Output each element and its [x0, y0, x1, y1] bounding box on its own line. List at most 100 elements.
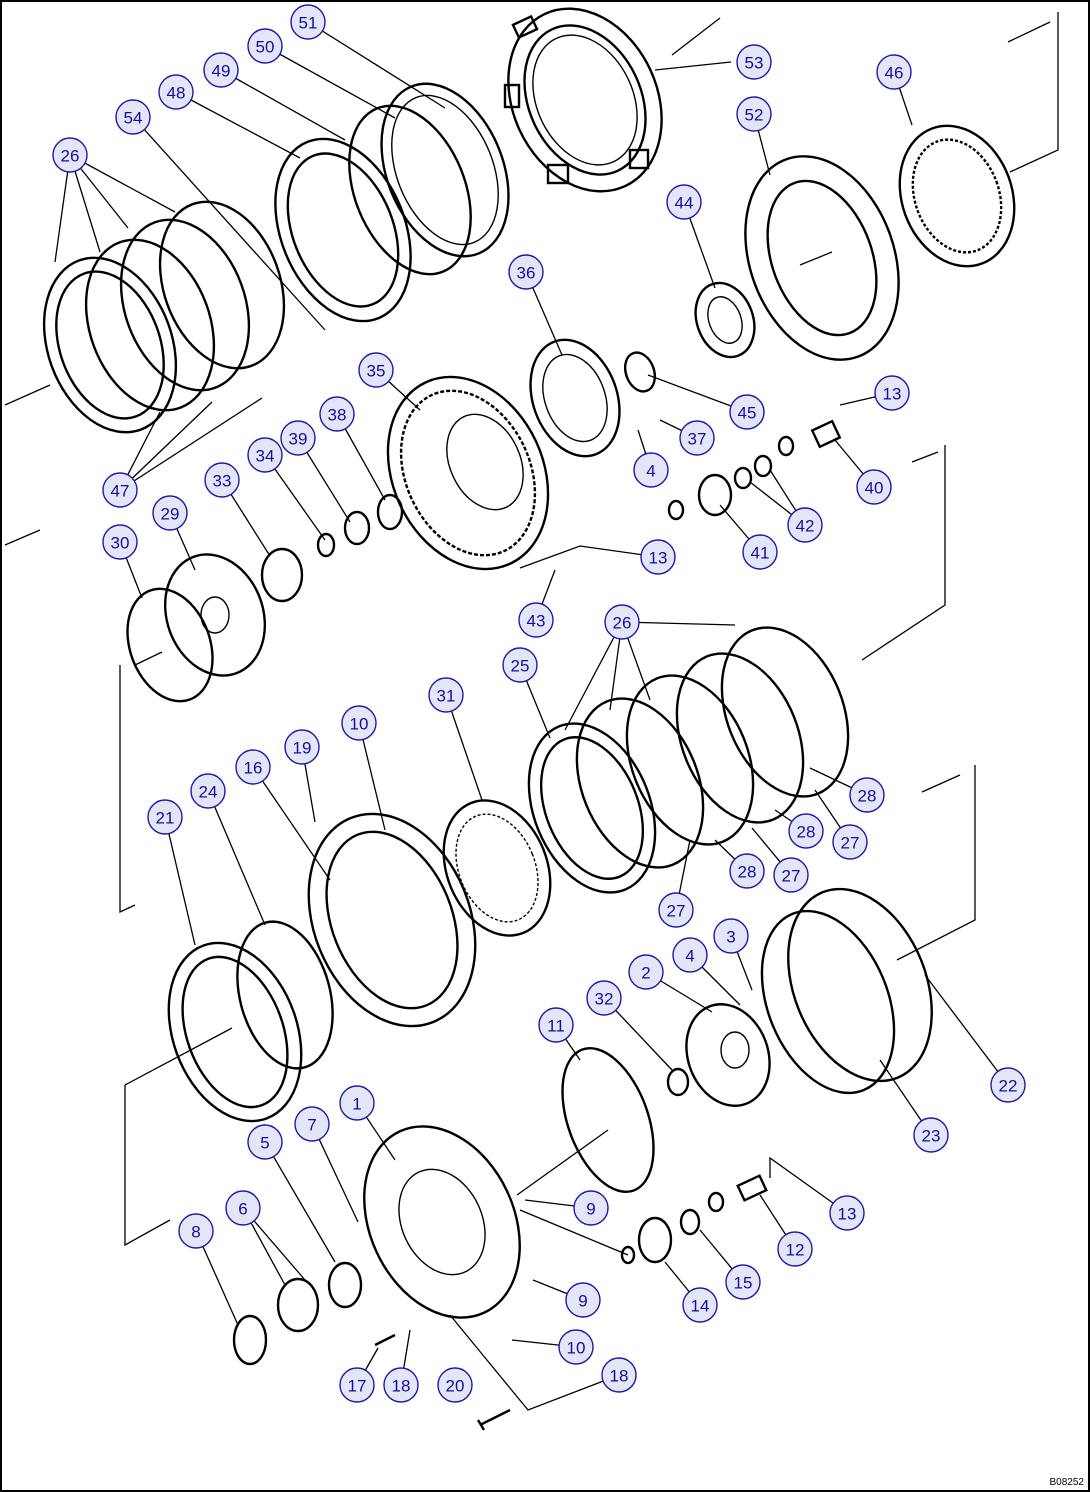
callout-19: 19 [284, 729, 320, 765]
carrier-2-hub [720, 1031, 750, 1069]
carrier-2 [685, 1003, 771, 1107]
callout-circle [319, 396, 355, 432]
callout-27: 27 [658, 892, 694, 928]
callout-4: 4 [672, 937, 708, 973]
callout-46: 46 [876, 54, 912, 90]
callout-circle [729, 394, 765, 430]
clutch-pack-middle [527, 626, 850, 894]
callout-circle [990, 1067, 1026, 1103]
callout-circle [586, 980, 622, 1016]
callout-9: 9 [565, 1282, 601, 1318]
callout-number: 40 [865, 479, 884, 498]
callout-circle [152, 495, 188, 531]
callout-9: 9 [573, 1190, 609, 1226]
callout-22: 22 [990, 1067, 1026, 1103]
drawing-reference-number: B08252 [1049, 1477, 1084, 1488]
callout-number: 37 [688, 430, 707, 449]
callout-circle [502, 647, 538, 683]
callout-number: 34 [256, 447, 275, 466]
callout-3: 3 [713, 918, 749, 954]
callout-number: 4 [646, 462, 655, 481]
disc-36-inner [542, 353, 608, 443]
callout-number: 42 [796, 517, 815, 536]
callout-40: 40 [856, 469, 892, 505]
callout-54: 54 [115, 99, 151, 135]
washer-42 [777, 435, 795, 457]
washer-41 [667, 499, 685, 521]
callout-circle [341, 705, 377, 741]
callout-circle [573, 1190, 609, 1226]
callout-circle [190, 773, 226, 809]
piston-16 [307, 812, 477, 1028]
callout-number: 19 [293, 739, 312, 758]
ring-gear-31-inner [455, 813, 539, 923]
callout-6: 6 [225, 1190, 261, 1226]
callout-number: 44 [675, 194, 694, 213]
callout-10: 10 [341, 705, 377, 741]
callout-circle [777, 1231, 813, 1267]
callout-circle [565, 1282, 601, 1318]
callout-number: 47 [111, 482, 130, 501]
callout-number: 7 [307, 1116, 316, 1135]
callout-number: 31 [437, 687, 456, 706]
washer-34 [316, 532, 336, 558]
gear-29 [163, 553, 267, 677]
callout-circle [628, 954, 664, 990]
callout-number: 3 [726, 928, 735, 947]
callout-2: 2 [628, 954, 664, 990]
housing-1 [363, 1125, 521, 1319]
callout-number: 12 [786, 1241, 805, 1260]
callout-circle [428, 677, 464, 713]
callout-number: 13 [883, 385, 902, 404]
callout-32: 32 [586, 980, 622, 1016]
callout-number: 43 [527, 612, 546, 631]
callout-circle [773, 857, 809, 893]
ring-21-inner [181, 955, 289, 1109]
gear-33 [260, 547, 304, 603]
callout-circle [158, 74, 194, 110]
callout-circle [736, 96, 772, 132]
callout-number: 33 [213, 472, 232, 491]
callout-number: 9 [578, 1292, 587, 1311]
callout-14: 14 [682, 1287, 718, 1323]
callout-number: 28 [738, 863, 757, 882]
callout-circle [658, 892, 694, 928]
callout-number: 28 [797, 823, 816, 842]
callout-number: 1 [352, 1095, 361, 1114]
pin-40 [810, 419, 842, 449]
callout-5: 5 [247, 1124, 283, 1160]
callout-27: 27 [832, 824, 868, 860]
seal-23 [760, 909, 896, 1095]
callout-circle [601, 1357, 637, 1393]
callout-48: 48 [158, 74, 194, 110]
callout-18: 18 [383, 1367, 419, 1403]
callout-8: 8 [178, 1213, 214, 1249]
callout-number: 29 [161, 505, 180, 524]
callout-number: 23 [922, 1127, 941, 1146]
bearing-38 [376, 493, 404, 531]
snap-ring-45 [623, 351, 657, 393]
callout-53: 53 [736, 44, 772, 80]
plates-48-51 [274, 82, 510, 323]
callout-circle [633, 452, 669, 488]
callout-circle [235, 749, 271, 785]
callout-circle [518, 602, 554, 638]
callout-number: 4 [685, 947, 694, 966]
callout-circle [247, 437, 283, 473]
gear-14 [637, 1216, 673, 1264]
callout-44: 44 [666, 184, 702, 220]
callout-circle [437, 1367, 473, 1403]
callout-13: 13 [640, 539, 676, 575]
callout-number: 13 [838, 1205, 857, 1224]
callout-27: 27 [773, 857, 809, 893]
callout-circle [558, 1329, 594, 1365]
callout-39: 39 [280, 420, 316, 456]
callout-number: 2 [641, 964, 650, 983]
callout-29: 29 [152, 495, 188, 531]
callout-number: 35 [367, 362, 386, 381]
callout-15: 15 [725, 1264, 761, 1300]
callout-number: 10 [350, 715, 369, 734]
callout-51: 51 [290, 4, 326, 40]
callout-circle [358, 352, 394, 388]
